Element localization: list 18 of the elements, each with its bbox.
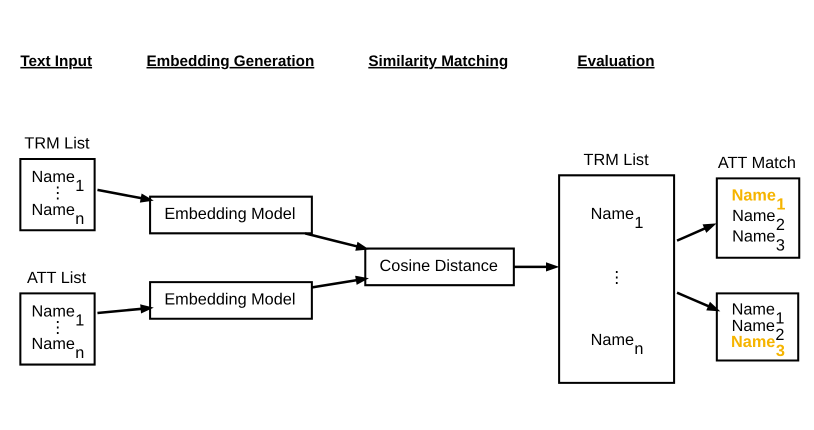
node-label: TRM List — [24, 134, 90, 152]
arrow — [304, 232, 370, 250]
arrow — [97, 188, 154, 202]
arrow — [676, 222, 717, 242]
node-box: Embedding Model — [149, 280, 313, 320]
arrow — [312, 275, 369, 288]
node-label: TRM List — [584, 150, 649, 168]
label: Similarity Matching — [368, 52, 508, 70]
arrow — [514, 262, 560, 272]
node-box: Cosine Distance — [364, 247, 515, 286]
label: Evaluation — [577, 52, 655, 70]
arrow — [676, 291, 720, 311]
node-box: Embedding Model — [149, 195, 313, 234]
node-label: ATT Match — [718, 153, 796, 172]
label: Embedding Generation — [146, 52, 314, 70]
arrow — [97, 304, 154, 314]
node-label: ATT List — [26, 268, 86, 286]
label: Text Input — [20, 52, 92, 70]
